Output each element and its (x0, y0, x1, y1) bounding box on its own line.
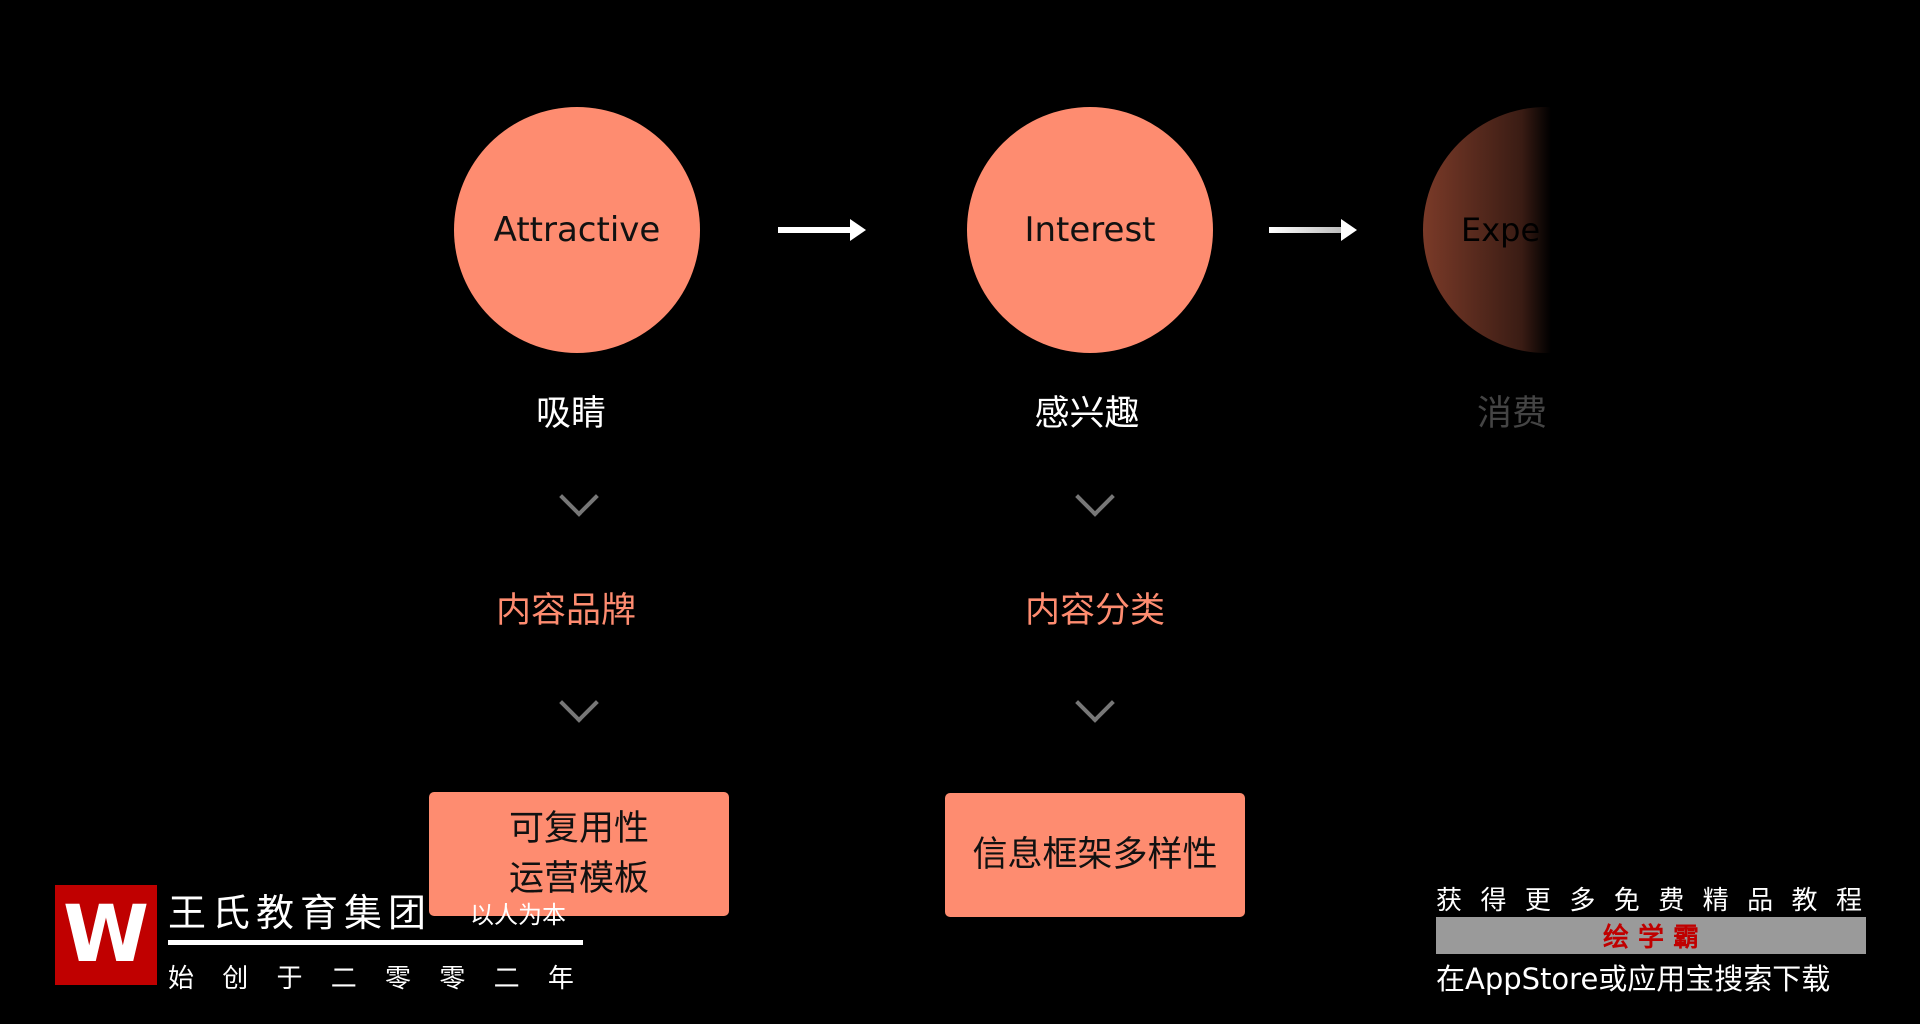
stage-title: Expe (1461, 211, 1541, 249)
result-box: 信息框架多样性 (945, 793, 1245, 917)
stage-title: Attractive (493, 210, 661, 250)
result-text: 可复用性 (508, 809, 649, 849)
chevron-down-icon (559, 477, 599, 517)
logo-letter: W (62, 890, 150, 980)
chevron-down-icon (559, 683, 599, 723)
result-text: 信息框架多样性 (972, 835, 1218, 875)
slogan: 以人为本 (470, 901, 566, 929)
category-label: 内容品牌 (495, 591, 637, 631)
result-box: 可复用性 运营模板 (429, 792, 729, 916)
stage-circle-experience: Expe (1423, 107, 1553, 353)
stage-label: 消费 (1476, 394, 1548, 434)
promo-line3: 在AppStore或应用宝搜索下载 (1436, 962, 1831, 996)
chevron-down-icon (1075, 683, 1115, 723)
category-label: 内容分类 (1024, 591, 1166, 631)
stage-label: 感兴趣 (1034, 394, 1140, 434)
stage-circle-attractive: Attractive (454, 107, 700, 353)
brand-bar: 绘 学 霸 (1436, 917, 1866, 954)
founded-text: 始 创 于 二 零 零 二 年 (168, 964, 584, 994)
arrow-right-icon (778, 219, 866, 241)
result-text: 运营模板 (508, 859, 649, 899)
divider (168, 940, 583, 945)
chevron-down-icon (1075, 477, 1115, 517)
promo-line1: 获 得 更 多 免 费 精 品 教 程 (1436, 886, 1866, 916)
logo: W (55, 885, 157, 985)
stage-circle-clip: Expe (1423, 107, 1553, 353)
brand-name: 绘 学 霸 (1602, 923, 1700, 953)
stage-label: 吸睛 (535, 394, 607, 434)
arrow-right-icon (1269, 219, 1357, 241)
stage-title: Interest (1024, 210, 1156, 250)
stage-circle-interest: Interest (967, 107, 1213, 353)
org-name: 王氏教育集团 (168, 891, 433, 935)
